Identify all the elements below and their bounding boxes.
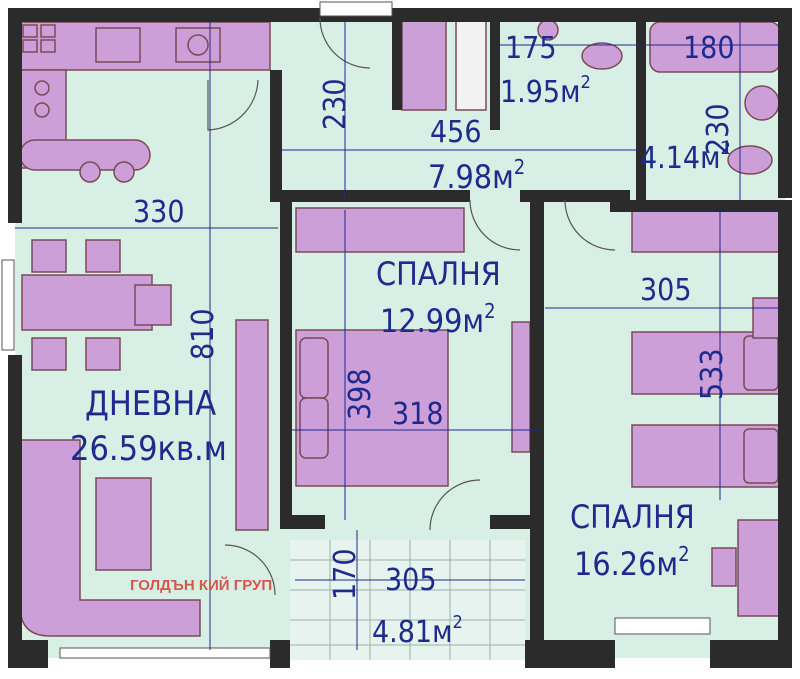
wc-area-text: 1.95м2 — [500, 72, 591, 110]
doors — [207, 17, 616, 596]
balcony-area-sup: 2 — [452, 612, 462, 633]
hall-wardrobe-2 — [455, 19, 487, 111]
balcony-tiles — [290, 540, 525, 660]
bedroom-2-name: СПАЛНЯ — [570, 498, 695, 536]
living-room-name: ДНЕВНА — [85, 384, 216, 424]
dimension-lines — [15, 20, 780, 650]
bedroom-1-name: СПАЛНЯ — [376, 255, 501, 293]
dim-bed1-width: 318 — [392, 397, 444, 432]
wardrobe-bedroom-2 — [631, 207, 781, 253]
dim-balcony-height: 170 — [328, 548, 363, 600]
dresser-bedroom-2 — [752, 297, 782, 339]
bath-area-text: 4.14м2 — [640, 138, 731, 176]
desk-bedroom-2 — [737, 519, 783, 617]
kitchen-counter — [19, 21, 271, 183]
dim-balcony-width: 305 — [385, 563, 437, 598]
walls — [8, 8, 792, 668]
wardrobe-bedroom-1 — [295, 207, 465, 253]
wc-area: 1.95м — [500, 75, 580, 110]
tv-unit-living — [235, 319, 269, 531]
windows — [1, 1, 711, 659]
balcony-area-text: 4.81м2 — [372, 612, 463, 650]
toilet-wc — [581, 42, 623, 70]
dim-living-height: 810 — [186, 308, 221, 360]
bedroom-2-area-sup: 2 — [678, 542, 689, 566]
toilet-bath — [727, 145, 773, 175]
bath-area: 4.14м — [640, 141, 720, 176]
dim-bath-height: 230 — [701, 103, 736, 155]
bed-bedroom-2-lower — [631, 424, 781, 488]
hall-area-text: 7.98м2 — [428, 155, 525, 196]
dim-bed2-width: 305 — [640, 273, 692, 308]
dim-wc-width: 175 — [505, 31, 557, 66]
sofa — [19, 439, 201, 637]
hall-area: 7.98м — [428, 158, 514, 196]
dim-living-width: 330 — [133, 195, 185, 230]
bedroom-1-area-text: 12.99м2 — [380, 299, 496, 340]
washbasin — [744, 85, 780, 121]
bedroom-2-area-text: 16.26м2 — [574, 542, 690, 583]
tv-unit-bedroom-1 — [511, 321, 531, 453]
dim-bath-width: 180 — [683, 31, 735, 66]
living-room-area: 26.59кв.м — [70, 429, 227, 469]
chair-bedroom-2 — [711, 547, 737, 587]
hall-area-sup: 2 — [514, 155, 525, 179]
company-watermark: ГОЛДЪН КИЙ ГРУП — [130, 576, 272, 594]
dim-bed1-height: 398 — [343, 368, 378, 420]
balcony-area: 4.81м — [372, 615, 452, 650]
bedroom-1-area: 12.99м — [380, 302, 484, 340]
wc-area-sup: 2 — [580, 72, 590, 93]
bedroom-1-area-sup: 2 — [484, 299, 495, 323]
furniture — [19, 19, 783, 637]
bath-area-sup: 2 — [720, 138, 730, 159]
bedroom-2-area: 16.26м — [574, 545, 678, 583]
bed-bedroom-1 — [295, 329, 449, 487]
dim-bed2-height: 533 — [695, 348, 730, 400]
hall-wardrobe-1 — [401, 19, 447, 111]
dining-table — [21, 239, 172, 371]
dim-hall-height: 230 — [318, 78, 353, 130]
dim-hall-length: 456 — [430, 115, 482, 150]
